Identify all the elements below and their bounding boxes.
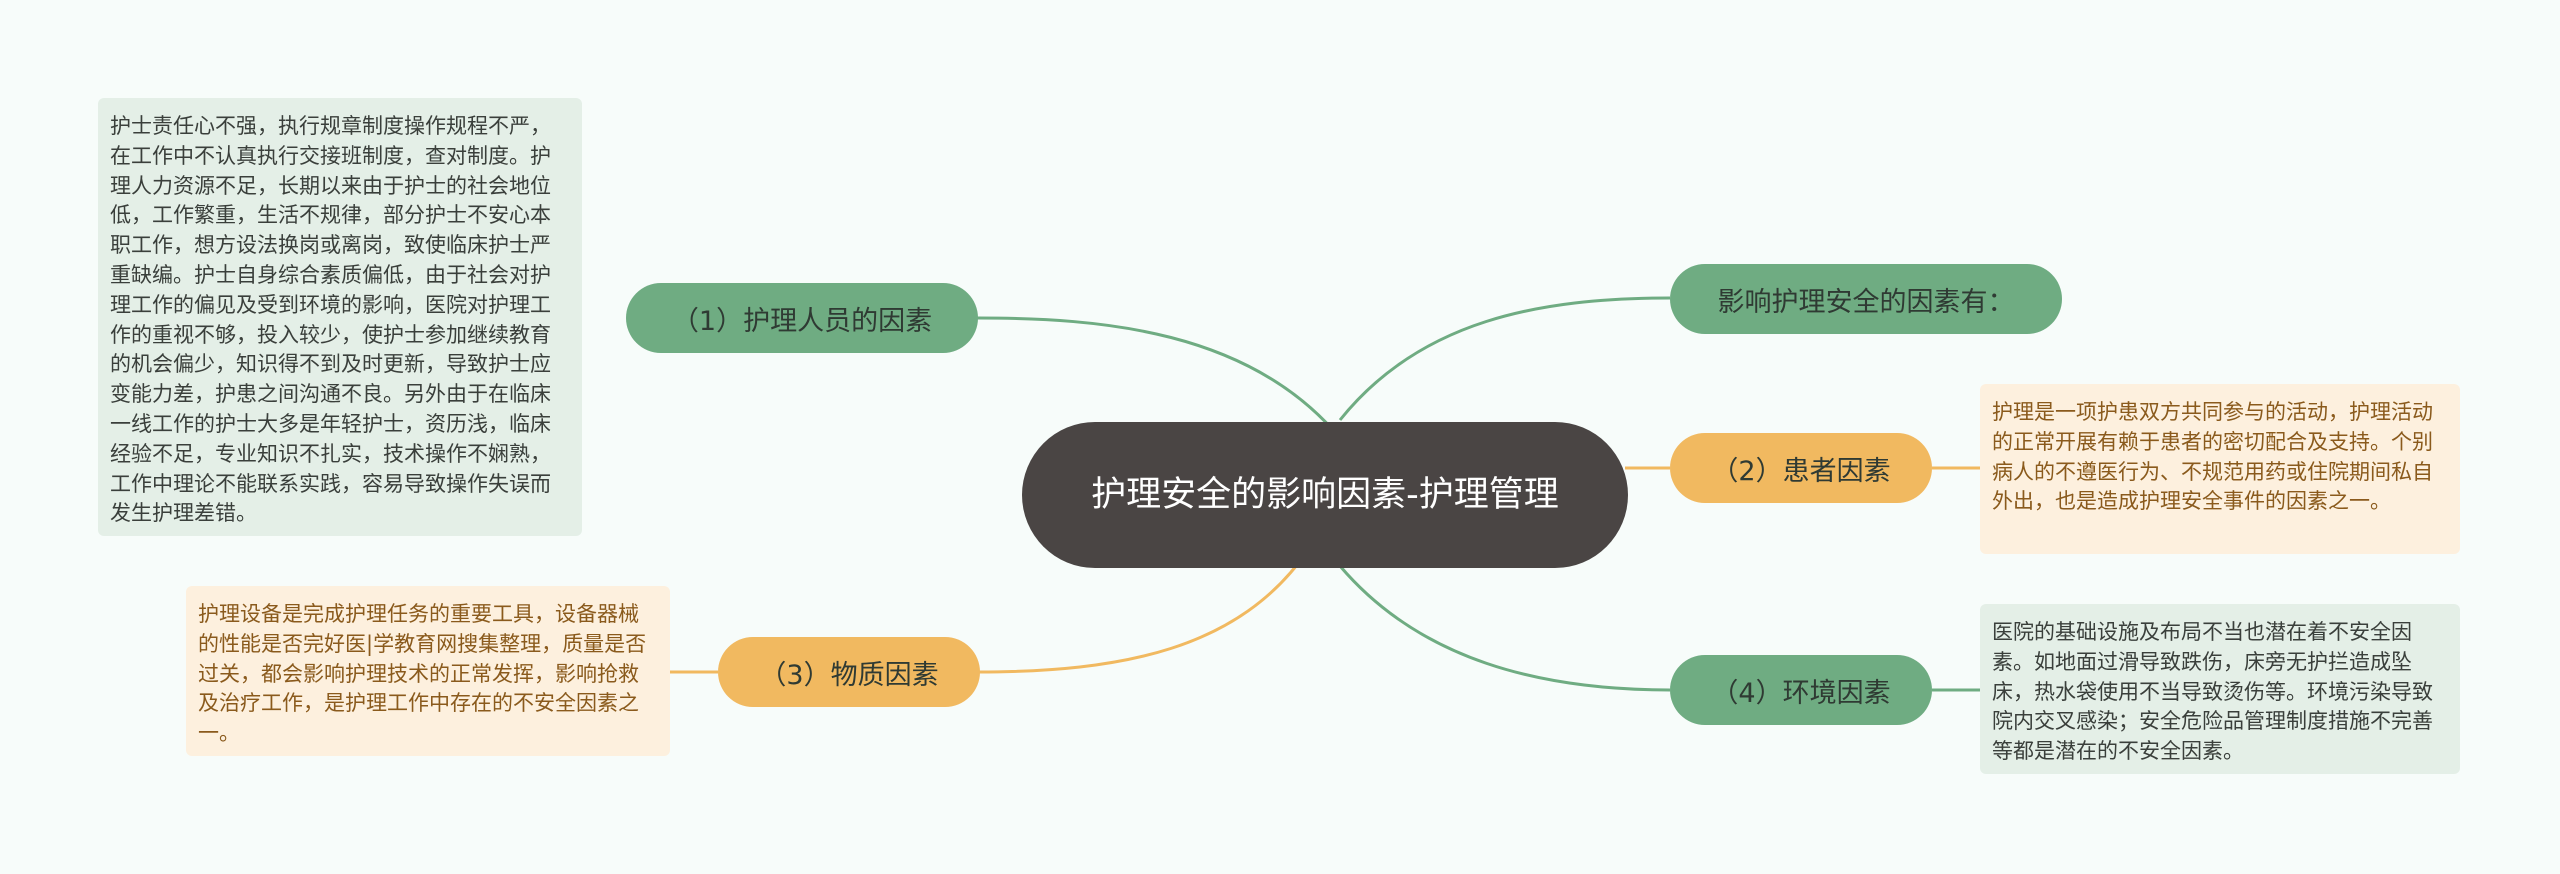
branch-intro[interactable]: 影响护理安全的因素有： bbox=[1670, 264, 2062, 334]
branch-patient[interactable]: （2）患者因素 bbox=[1670, 433, 1932, 503]
link-environment bbox=[1338, 565, 1671, 692]
branch-material[interactable]: （3）物质因素 bbox=[718, 637, 980, 707]
note-environment: 医院的基础设施及布局不当也潜在着不安全因素。如地面过滑导致跌伤，床旁无护拦造成坠… bbox=[1980, 604, 2460, 774]
root-topic[interactable]: 护理安全的影响因素-护理管理 bbox=[1022, 422, 1628, 568]
link-material bbox=[977, 549, 1310, 674]
root-title: 护理安全的影响因素-护理管理 bbox=[1091, 475, 1559, 515]
note-patient: 护理是一项护患双方共同参与的活动，护理活动的正常开展有赖于患者的密切配合及支持。… bbox=[1980, 384, 2460, 554]
note-staff: 护士责任心不强，执行规章制度操作规程不严，在工作中不认真执行交接班制度，查对制度… bbox=[98, 98, 582, 536]
branch-staff[interactable]: （1）护理人员的因素 bbox=[626, 283, 978, 353]
link-staff bbox=[977, 316, 1342, 439]
note-material: 护理设备是完成护理任务的重要工具，设备器械的性能是否完好医|学教育网搜集整理，质… bbox=[186, 586, 670, 756]
branch-environment-label: （4）环境因素 bbox=[1711, 677, 1891, 709]
branch-intro-label: 影响护理安全的因素有： bbox=[1717, 286, 2015, 318]
link-intro bbox=[1338, 296, 1671, 421]
branch-staff-label: （1）护理人员的因素 bbox=[671, 305, 933, 337]
branch-patient-label: （2）患者因素 bbox=[1711, 455, 1891, 487]
branch-material-label: （3）物质因素 bbox=[759, 659, 939, 691]
branch-environment[interactable]: （4）环境因素 bbox=[1670, 655, 1932, 725]
